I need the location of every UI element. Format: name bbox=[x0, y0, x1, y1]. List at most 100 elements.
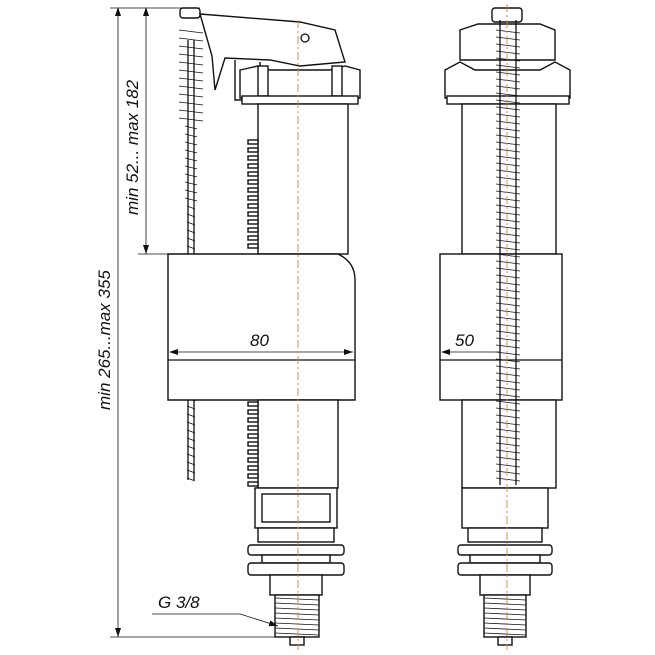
spring-coil bbox=[495, 442, 521, 447]
spring-coil bbox=[495, 456, 521, 461]
spring-coil bbox=[495, 295, 521, 300]
rod-spring-coil bbox=[186, 245, 196, 250]
rod-spring-coil bbox=[184, 189, 198, 194]
rod-spring-coil bbox=[186, 437, 196, 442]
rod-spring-coil bbox=[186, 421, 196, 426]
spring-coil bbox=[495, 155, 521, 160]
rod-spring-coil bbox=[178, 117, 204, 122]
thread-line bbox=[274, 597, 320, 601]
tube-rib bbox=[247, 425, 259, 431]
rod-spring-coil bbox=[186, 477, 196, 482]
spring-coil bbox=[495, 330, 521, 335]
spring-coil bbox=[495, 358, 521, 363]
tube-rib bbox=[247, 409, 259, 415]
float-width-label-side: 80 bbox=[250, 331, 269, 350]
tube-rib bbox=[247, 163, 259, 169]
rod-spring-coil bbox=[184, 149, 198, 154]
rod-spring-coil bbox=[186, 445, 196, 450]
spring-coil bbox=[495, 99, 521, 104]
rod-spring-coil bbox=[178, 109, 204, 114]
spring-coil bbox=[495, 78, 521, 83]
rod-spring-coil bbox=[184, 173, 198, 178]
spring-coil bbox=[495, 351, 521, 356]
spring-coil bbox=[495, 428, 521, 433]
spring-coil bbox=[495, 393, 521, 398]
tube-rib bbox=[247, 179, 259, 185]
spring-coil bbox=[495, 253, 521, 258]
valve-head bbox=[239, 65, 361, 105]
thread-line bbox=[483, 627, 527, 631]
thread-line bbox=[274, 607, 320, 611]
spring-coil bbox=[495, 281, 521, 286]
spring-coil bbox=[495, 197, 521, 202]
spring-coil bbox=[495, 36, 521, 41]
float-width-label-front: 50 bbox=[455, 331, 474, 350]
spring-coil bbox=[495, 274, 521, 279]
tube-rib bbox=[247, 155, 259, 161]
center-spring bbox=[495, 20, 521, 485]
spring-coil bbox=[495, 113, 521, 118]
tube-rib bbox=[247, 203, 259, 209]
tube-rib bbox=[247, 441, 259, 447]
spring-coil bbox=[495, 337, 521, 342]
spring-coil bbox=[495, 260, 521, 265]
tube-rib bbox=[247, 211, 259, 217]
thread-line bbox=[483, 632, 527, 636]
thread-line bbox=[483, 622, 527, 626]
tube-rib bbox=[247, 481, 259, 487]
rod-spring-coil bbox=[186, 429, 196, 434]
tube-rib bbox=[247, 171, 259, 177]
spring-coil bbox=[495, 302, 521, 307]
overall-height-label: min 265...max 355 bbox=[95, 270, 114, 410]
thread-line bbox=[274, 632, 320, 636]
spring-coil bbox=[495, 29, 521, 34]
thread-line bbox=[483, 602, 527, 606]
rod-spring-coil bbox=[178, 77, 204, 82]
spring-coil bbox=[495, 218, 521, 223]
bottom-nut-front bbox=[457, 487, 553, 646]
tube-rib bbox=[247, 473, 259, 479]
upper-travel-label: min 52... max 182 bbox=[123, 79, 142, 215]
thread-line bbox=[274, 612, 320, 616]
rod-spring-coil bbox=[186, 405, 196, 410]
tube-rib bbox=[247, 219, 259, 225]
spring-coil bbox=[495, 134, 521, 139]
spring-coil bbox=[495, 288, 521, 293]
spring-coil bbox=[495, 449, 521, 454]
tube-ribs bbox=[247, 139, 259, 249]
thread-line bbox=[483, 607, 527, 611]
spring-coil bbox=[495, 463, 521, 468]
spring-coil bbox=[495, 470, 521, 475]
rod-spring-coil bbox=[186, 413, 196, 418]
rod-spring-coil bbox=[178, 45, 204, 50]
rod-spring-coil bbox=[178, 53, 204, 58]
top-cap-front bbox=[444, 7, 571, 105]
tube-rib bbox=[247, 457, 259, 463]
float bbox=[167, 253, 356, 401]
rod-spring-coil bbox=[178, 93, 204, 98]
rod-spring-coil bbox=[186, 469, 196, 474]
spring-coil bbox=[495, 316, 521, 321]
front-view: 50 bbox=[439, 4, 571, 650]
tube-rib bbox=[247, 227, 259, 233]
tube-rib bbox=[247, 235, 259, 241]
thread-callout bbox=[152, 613, 279, 627]
spring-coil bbox=[495, 162, 521, 167]
rod-spring-coil bbox=[184, 181, 198, 186]
thread-label: G 3/8 bbox=[158, 593, 200, 612]
thread-line bbox=[274, 622, 320, 626]
spring-coil bbox=[495, 92, 521, 97]
spring-coil bbox=[495, 379, 521, 384]
rod-spring-coil bbox=[186, 213, 196, 218]
upper-tube bbox=[257, 103, 349, 255]
spring-coil bbox=[495, 211, 521, 216]
rod-spring-coil bbox=[178, 69, 204, 74]
spring-coil bbox=[495, 323, 521, 328]
rod-spring-coil bbox=[186, 229, 196, 234]
spring-coil bbox=[495, 183, 521, 188]
spring-coil bbox=[495, 50, 521, 55]
rod-spring-coil bbox=[186, 221, 196, 226]
rod-spring-coil bbox=[178, 61, 204, 66]
spring-coil bbox=[495, 386, 521, 391]
